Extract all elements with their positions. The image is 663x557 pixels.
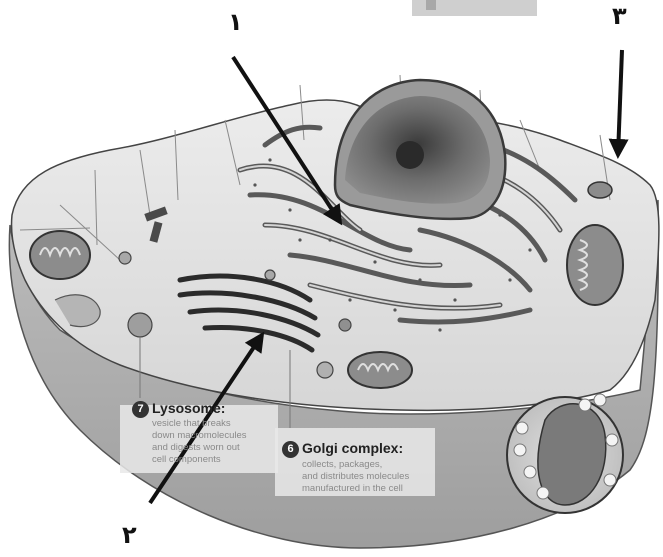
lysosome-desc-line: down macromolecules (152, 430, 247, 442)
golgi-title: Golgi complex: (302, 440, 403, 456)
lysosome-desc-line: vesicle that breaks (152, 418, 247, 430)
golgi-desc-line: collects, packages, (302, 459, 409, 471)
pointer-number-2: ٢ (122, 523, 137, 547)
golgi-description: collects, packages, and distributes mole… (302, 459, 409, 495)
golgi-label: 6Golgi complex: (282, 440, 403, 458)
mitochondrion-bottom (348, 352, 412, 388)
lysosome-label: 7Lysosome: (132, 400, 225, 418)
top-tab-mark (426, 0, 436, 10)
golgi-badge: 6 (282, 441, 299, 458)
arrow-3 (618, 50, 622, 155)
mitochondrion-right (567, 225, 623, 305)
golgi-desc-line: and distributes molecules (302, 471, 409, 483)
lysosome-badge: 7 (132, 401, 149, 418)
nucleolus (396, 141, 424, 169)
pointer-number-1: ١ (228, 10, 243, 34)
lysosome-title: Lysosome: (152, 400, 225, 416)
mitochondrion-left (30, 231, 90, 279)
lysosome-desc-line: and digests worn out (152, 442, 247, 454)
lysosome (128, 313, 152, 337)
mitochondrion-top-right (588, 182, 612, 198)
pointer-number-3: ٣ (612, 4, 627, 28)
lysosome-description: vesicle that breaks down macromolecules … (152, 418, 247, 466)
nucleus (335, 80, 505, 219)
lysosome-desc-line: cell components (152, 454, 247, 466)
golgi-desc-line: manufactured in the cell (302, 483, 409, 495)
